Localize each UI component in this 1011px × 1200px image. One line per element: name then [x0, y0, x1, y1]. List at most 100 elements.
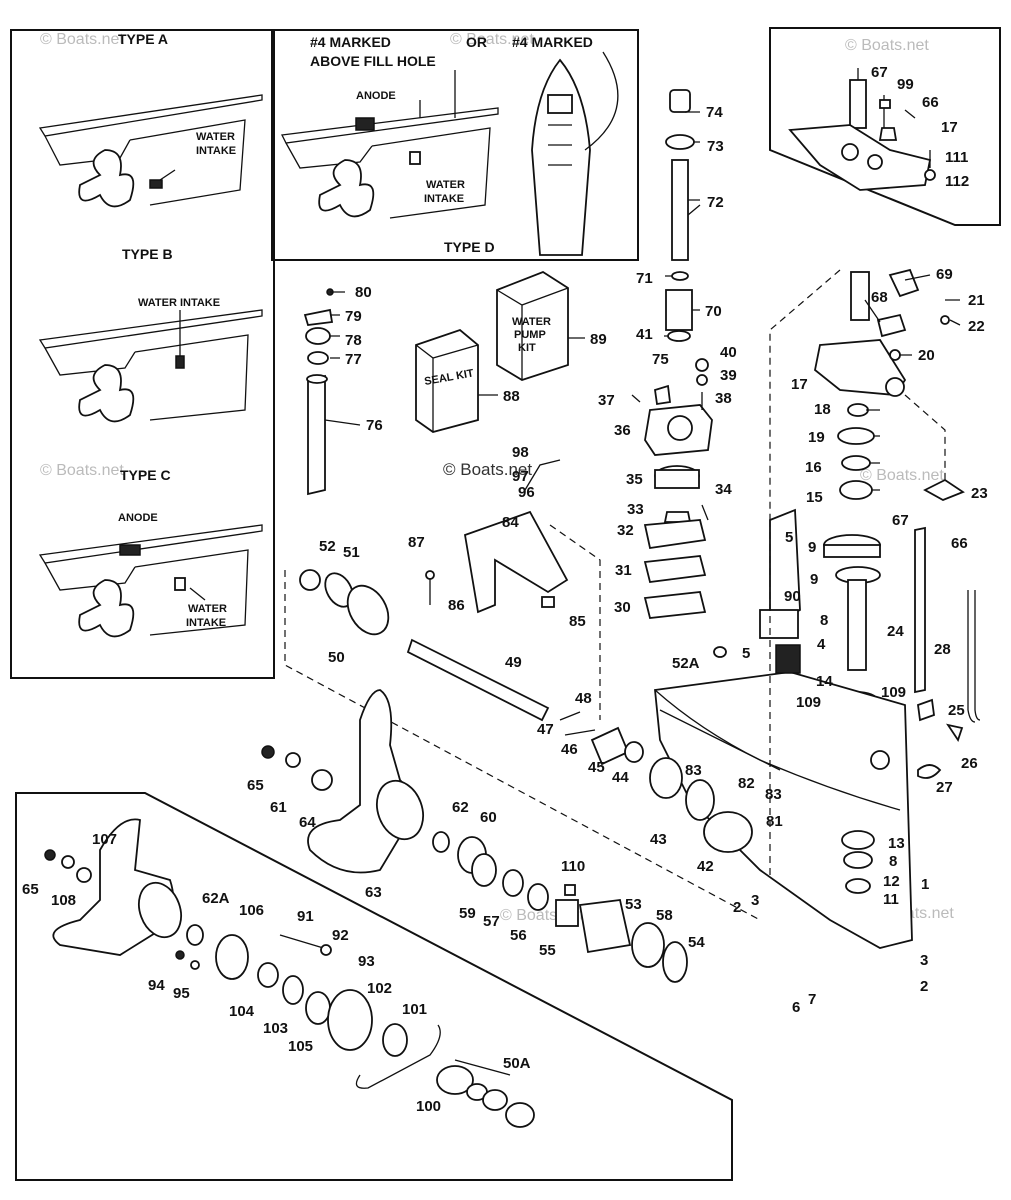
- callout-54: 54: [688, 934, 705, 951]
- callout-37: 37: [598, 392, 615, 409]
- callout-5b: 5: [742, 645, 750, 662]
- callout-48: 48: [575, 690, 592, 707]
- callout-104: 104: [229, 1003, 255, 1020]
- callout-66b: 66: [951, 535, 968, 552]
- callout-3b: 3: [920, 952, 928, 969]
- callout-38: 38: [715, 390, 732, 407]
- water-pump-kit-label-1: WATER: [512, 316, 551, 328]
- label-water-intake-a-line2: INTAKE: [196, 145, 236, 157]
- callout-92: 92: [332, 927, 349, 944]
- label-water-intake-d-line1: WATER: [426, 179, 465, 191]
- callout-40: 40: [720, 344, 737, 361]
- callout-34: 34: [715, 481, 732, 498]
- callout-76: 76: [366, 417, 383, 434]
- callout-44: 44: [612, 769, 629, 786]
- inset-top-right-frame: [769, 27, 1001, 226]
- callout-43: 43: [650, 831, 667, 848]
- callout-55: 55: [539, 942, 556, 959]
- callout-98: 98: [512, 444, 529, 461]
- callout-56: 56: [510, 927, 527, 944]
- label-marked-2: ABOVE FILL HOLE: [310, 53, 436, 69]
- callout-52a: 52A: [672, 655, 700, 672]
- callout-79: 79: [345, 308, 362, 325]
- callout-labels: 1 2 2 3 3 4 5 5 6 7 8 8 9 9 11 12 13 14 …: [22, 64, 988, 1115]
- callout-95: 95: [173, 985, 190, 1002]
- gearcase-type-a-sketch: [38, 94, 263, 208]
- callout-75: 75: [652, 351, 669, 368]
- kit-boxes: SEAL KIT WATER PUMP KIT: [415, 270, 569, 433]
- callout-32: 32: [617, 522, 634, 539]
- callout-73: 73: [707, 138, 724, 155]
- callout-18: 18: [814, 401, 831, 418]
- callout-100: 100: [416, 1098, 441, 1115]
- callout-93: 93: [358, 953, 375, 970]
- callout-51: 51: [343, 544, 360, 561]
- driveshaft-stack: [665, 89, 695, 342]
- callout-77: 77: [345, 351, 362, 368]
- callout-22: 22: [968, 318, 985, 335]
- callout-50a: 50A: [503, 1055, 531, 1072]
- watermark-top-right: © Boats.net: [845, 37, 929, 54]
- callout-7: 7: [808, 991, 816, 1008]
- callout-74: 74: [706, 104, 723, 121]
- label-water-intake-a-line1: WATER: [196, 131, 235, 143]
- callout-101: 101: [402, 1001, 427, 1018]
- gearcase-type-c-sketch: [38, 524, 263, 638]
- callout-97: 97: [512, 468, 529, 485]
- callout-103: 103: [263, 1020, 288, 1037]
- callout-68: 68: [871, 289, 888, 306]
- callout-27: 27: [936, 779, 953, 796]
- callout-3a: 3: [751, 892, 759, 909]
- callout-69: 69: [936, 266, 953, 283]
- callout-61: 61: [270, 799, 287, 816]
- callout-62: 62: [452, 799, 469, 816]
- caption-type-a: TYPE A: [118, 31, 168, 47]
- callout-112: 112: [945, 173, 969, 190]
- callout-90: 90: [784, 588, 801, 605]
- callout-78: 78: [345, 332, 362, 349]
- callout-17a: 17: [941, 119, 958, 136]
- label-water-intake-c-line1: WATER: [188, 603, 227, 615]
- leader-lines: [324, 111, 961, 491]
- shift-housing: [814, 268, 965, 501]
- callout-4: 4: [817, 636, 826, 653]
- callout-24: 24: [887, 623, 904, 640]
- callout-1: 1: [921, 876, 929, 893]
- callout-81: 81: [766, 813, 783, 830]
- callout-19: 19: [808, 429, 825, 446]
- callout-26: 26: [961, 755, 978, 772]
- callout-70: 70: [705, 303, 722, 320]
- label-water-intake-d-line2: INTAKE: [424, 193, 464, 205]
- label-marked-3: #4 MARKED: [512, 34, 593, 50]
- callout-58: 58: [656, 907, 673, 924]
- watermark-mid-right: © Boats.net: [860, 467, 944, 484]
- callout-84: 84: [502, 514, 519, 531]
- callout-96: 96: [518, 484, 535, 501]
- callout-67b: 67: [892, 512, 909, 529]
- callout-63: 63: [365, 884, 382, 901]
- callout-65a: 65: [247, 777, 264, 794]
- callout-41: 41: [636, 326, 653, 343]
- callout-16: 16: [805, 459, 822, 476]
- inset-d-frame: [271, 29, 639, 261]
- callout-30: 30: [614, 599, 631, 616]
- inset-abc-frame: [10, 29, 275, 679]
- callout-8a: 8: [820, 612, 828, 629]
- callout-94: 94: [148, 977, 165, 994]
- watermark-top-left: © Boats.net: [40, 31, 124, 48]
- watermark-center: © Boats.net: [443, 460, 532, 479]
- callout-88: 88: [503, 388, 520, 405]
- inset-prop-frame: [15, 792, 733, 1181]
- gearcase-type-d-sketch: [281, 51, 619, 256]
- callout-64: 64: [299, 814, 316, 831]
- water-pump-kit-label-2: PUMP: [514, 329, 546, 341]
- callout-28: 28: [934, 641, 951, 658]
- callout-65b: 65: [22, 881, 39, 898]
- label-anode-d: ANODE: [356, 90, 396, 102]
- callout-20: 20: [918, 347, 935, 364]
- callout-108: 108: [51, 892, 76, 909]
- callout-42: 42: [697, 858, 714, 875]
- label-or: OR: [466, 34, 487, 50]
- inset-type-d: #4 MARKED ABOVE FILL HOLE OR #4 MARKED A…: [271, 29, 639, 261]
